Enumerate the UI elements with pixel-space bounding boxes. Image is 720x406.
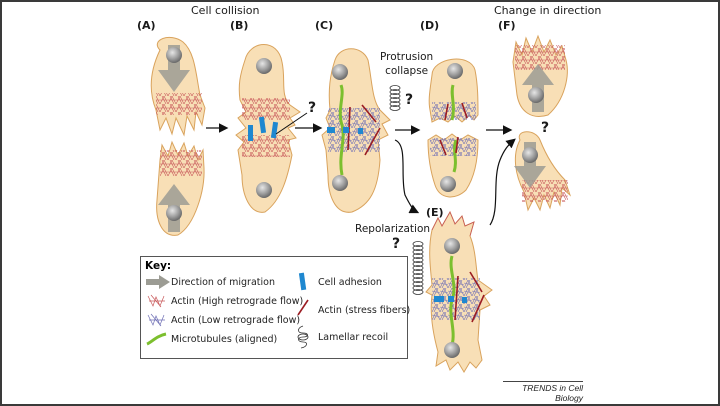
nucleus (522, 147, 538, 163)
cell-d-bottom (427, 133, 479, 198)
stress-fiber (361, 104, 377, 123)
stress-fiber (439, 139, 447, 156)
cell-f-bottom (514, 131, 572, 212)
stress-fiber (471, 294, 485, 323)
journal-credit: TRENDS in Cell Biology (503, 381, 583, 403)
pointer-line (275, 112, 308, 135)
stress-fiber (364, 127, 381, 156)
red-actin-mesh-icon (147, 294, 165, 308)
migration-arrow-down (514, 142, 546, 188)
adhesion (434, 296, 444, 302)
label-repolarization: Repolarization (355, 223, 431, 235)
key-label-lamellar-recoil: Lamellar recoil (318, 332, 389, 343)
microtubule (452, 139, 458, 173)
microtubule (450, 84, 455, 121)
panel-label-a: (A) (137, 19, 156, 32)
lamellar-recoil-coil-small (389, 85, 401, 111)
legend-key: Key: Direction of migration Actin (High … (140, 256, 411, 359)
arrow-e-to-f (489, 138, 516, 226)
arrow-c-to-e (394, 139, 420, 214)
red-stress-fiber-icon (297, 299, 309, 316)
key-label-actin-low: Actin (Low retrograde flow) (171, 315, 301, 326)
nucleus (447, 63, 463, 79)
blue-adhesion-icon (298, 272, 307, 291)
key-label-actin-high: Actin (High retrograde flow) (171, 296, 304, 307)
nucleus (332, 175, 348, 191)
nucleus (528, 87, 544, 103)
cell-a-top (150, 37, 206, 137)
question-mark-b: ? (308, 100, 317, 116)
cell-b (235, 44, 301, 213)
migration-arrow-down (158, 45, 190, 92)
nucleus (166, 205, 182, 221)
panel-label-d: (D) (420, 19, 440, 32)
adhesion (343, 127, 349, 133)
key-label-direction: Direction of migration (171, 277, 275, 288)
cell-e (425, 210, 493, 373)
stress-fiber (455, 136, 459, 154)
header-change-in-direction: Change in direction (494, 4, 602, 17)
lamellar-recoil-coil-large (412, 241, 424, 295)
nucleus (440, 176, 456, 192)
label-collapse: collapse (385, 65, 429, 77)
nucleus (444, 238, 460, 254)
stress-fiber (461, 102, 468, 119)
adhesion (358, 128, 363, 134)
adhesion (462, 297, 467, 303)
adhesion (448, 296, 454, 302)
key-title: Key: (145, 260, 172, 272)
adhesion (258, 116, 267, 134)
microtubule (338, 84, 345, 176)
question-mark-d: ? (405, 92, 414, 108)
panel-label-c: (C) (315, 19, 334, 32)
nucleus (444, 342, 460, 358)
panel-label-b: (B) (230, 19, 249, 32)
stress-fiber (469, 271, 483, 293)
green-microtubule-icon (146, 332, 167, 346)
adhesion (248, 125, 253, 141)
label-protrusion-collapse: Protrusion collapse (380, 50, 433, 78)
grey-arrow-icon (146, 275, 170, 289)
nucleus (332, 64, 348, 80)
nucleus (256, 182, 272, 198)
key-label-cell-adhesion: Cell adhesion (318, 277, 382, 288)
stress-fiber (454, 275, 459, 321)
nucleus (256, 58, 272, 74)
cell-f-top (512, 34, 568, 117)
question-mark-f: ? (541, 120, 550, 136)
adhesion (327, 127, 335, 133)
blue-actin-mesh-icon (147, 313, 165, 327)
nucleus (166, 47, 182, 63)
cell-c (321, 48, 391, 213)
header-cell-collision: Cell collision (191, 4, 260, 17)
panel-label-f: (F) (498, 19, 516, 32)
question-mark-e: ? (392, 236, 401, 252)
cell-a-bottom (156, 140, 205, 236)
stress-fiber (444, 103, 449, 121)
coil-icon (297, 325, 309, 349)
cell-d-top (428, 58, 479, 123)
label-protrusion: Protrusion (380, 51, 434, 63)
key-label-microtubules: Microtubules (aligned) (171, 334, 278, 345)
panel-label-e: (E) (426, 206, 444, 219)
key-label-stress-fibers: Actin (stress fibers) (318, 305, 411, 316)
